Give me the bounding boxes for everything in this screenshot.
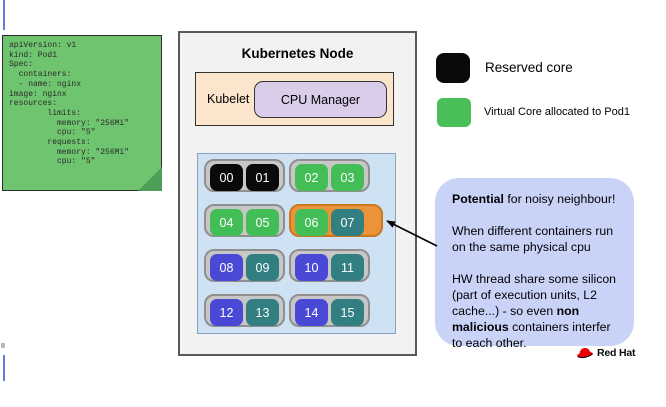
cpu-core-01: 01 — [246, 164, 279, 191]
cpu-core-00: 00 — [210, 164, 243, 191]
cpu-core-09: 09 — [246, 254, 279, 281]
bubble-p2-bold: non malicious — [452, 304, 580, 334]
bubble-p2-start: HW thread share some silicon (part of ex… — [452, 272, 617, 318]
cpu-core-15: 15 — [331, 299, 364, 326]
kubelet-box: Kubelet CPU Manager — [195, 72, 394, 126]
cpu-core-11: 11 — [331, 254, 364, 281]
bubble-title: Potential for noisy neighbour! — [452, 191, 622, 207]
cpu-core-04: 04 — [210, 209, 243, 236]
cpu-core-03: 03 — [331, 164, 364, 191]
red-hat-wordmark: Red Hat — [597, 347, 636, 359]
canvas-guide-line-bottom — [3, 355, 5, 381]
legend-swatch-virtual-core — [437, 98, 471, 127]
kubelet-label: Kubelet — [207, 92, 250, 106]
cpu-core-14: 14 — [295, 299, 328, 326]
cpu-core-12: 12 — [210, 299, 243, 326]
bubble-paragraph-1: When different containers run on the sam… — [452, 224, 614, 254]
legend-label-reserved-core: Reserved core — [485, 60, 573, 75]
cpu-core-07: 07 — [331, 209, 364, 236]
cpu-core-13: 13 — [246, 299, 279, 326]
cpu-core-02: 02 — [295, 164, 328, 191]
legend-label-virtual-core: Virtual Core allocated to Pod1 — [484, 106, 630, 118]
pod-yaml-sticky-note: apiVersion: v1 kind: Pod1 Spec: containe… — [2, 35, 162, 191]
pod-yaml-text: apiVersion: v1 kind: Pod1 Spec: containe… — [9, 41, 130, 167]
red-hat-icon — [576, 346, 594, 360]
legend-swatch-reserved-core — [436, 53, 470, 83]
noisy-neighbour-bubble: Potential for noisy neighbour! When diff… — [435, 178, 634, 350]
cpu-core-05: 05 — [246, 209, 279, 236]
canvas-guide-line-top — [3, 0, 5, 30]
cpu-core-06: 06 — [295, 209, 328, 236]
canvas-guide-mark — [1, 343, 5, 348]
red-hat-logo: Red Hat — [576, 346, 635, 360]
bubble-paragraph-2: HW thread share some silicon (part of ex… — [452, 271, 622, 351]
cpu-core-08: 08 — [210, 254, 243, 281]
bubble-title-bold: Potential — [452, 192, 504, 206]
bubble-p2-end: containers interfer to each other. — [452, 320, 611, 350]
cpu-manager-box: CPU Manager — [254, 81, 387, 118]
cpu-core-10: 10 — [295, 254, 328, 281]
node-title: Kubernetes Node — [241, 46, 354, 61]
bubble-title-rest: for noisy neighbour! — [503, 192, 616, 206]
